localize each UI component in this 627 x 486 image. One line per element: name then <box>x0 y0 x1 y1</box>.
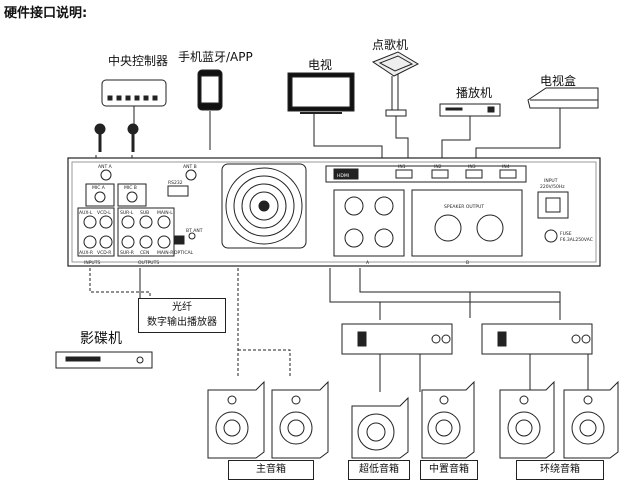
label-zone-a: A <box>366 260 370 266</box>
label-ant-a: ANT A <box>98 164 113 170</box>
label-optical-line1: 光纤 <box>172 302 192 313</box>
label-phone: 手机蓝牙/APP <box>178 50 253 64</box>
label-main-r: MAIN-R <box>157 250 173 256</box>
label-surround-speakers: 环绕音箱 <box>516 460 604 480</box>
speaker-center <box>421 380 475 459</box>
label-in3: IN3 <box>468 164 476 170</box>
label-fuse: FUSE <box>560 231 572 237</box>
label-in4: IN4 <box>502 164 510 170</box>
player-device <box>439 103 501 117</box>
label-sur-r: SUR-R <box>120 250 134 256</box>
label-in1: IN1 <box>398 164 406 170</box>
page-title: 硬件接口说明: <box>4 6 88 21</box>
label-ant-b: ANT B <box>183 164 197 170</box>
label-main-speakers: 主音箱 <box>228 460 314 480</box>
amplifier-right <box>481 323 593 355</box>
label-input-power: INPUT <box>544 178 558 184</box>
label-rs232: RS232 <box>168 180 183 186</box>
tv-box-device <box>527 87 599 109</box>
label-sub-speaker: 超低音箱 <box>348 460 410 480</box>
label-vcd-l: VCD-L <box>97 210 111 216</box>
tv-device <box>287 72 355 114</box>
label-inputs: INPUTS <box>84 260 100 266</box>
speaker-main-right <box>271 380 329 459</box>
amplifier-back-panel <box>67 157 601 267</box>
dvd-player-device <box>55 351 153 369</box>
speaker-main-left <box>207 380 265 459</box>
speaker-surround-left <box>499 380 555 459</box>
speaker-sub <box>351 396 409 459</box>
label-optical-line2: 数字输出播放器 <box>147 317 217 328</box>
microphone-a-icon <box>94 123 106 152</box>
label-dvd: 影碟机 <box>80 331 122 347</box>
label-vcd-r: VCD-R <box>97 250 111 256</box>
label-aux-r: AUX-R <box>79 250 93 256</box>
central-controller-device <box>101 79 167 107</box>
label-tv-box: 电视盒 <box>540 74 577 88</box>
label-center-speaker: 中置音箱 <box>420 460 478 480</box>
label-outputs: OUTPUTS <box>138 260 159 266</box>
label-tv: 电视 <box>308 58 333 72</box>
label-bt-ant: BT ANT <box>186 228 203 234</box>
label-mic-b: MIC B <box>124 185 137 191</box>
amplifier-left <box>341 323 453 355</box>
label-fuse-rating: F6.3AL250VAC <box>560 237 593 243</box>
jukebox-device <box>371 51 420 117</box>
label-cen: CEN <box>140 250 149 256</box>
label-player: 播放机 <box>456 86 493 100</box>
label-jukebox: 点歌机 <box>372 38 409 52</box>
label-hdmi: HDMI <box>337 173 349 179</box>
label-speaker-output: SPEAKER OUTPUT <box>444 204 484 210</box>
phone-device <box>197 69 223 111</box>
label-mic-a: MIC A <box>92 185 106 191</box>
speaker-surround-right <box>563 380 619 459</box>
microphone-b-icon <box>127 123 139 152</box>
label-in2: IN2 <box>434 164 442 170</box>
label-zone-b: B <box>466 260 469 266</box>
label-central-controller: 中央控制器 <box>108 54 169 68</box>
label-optical: OPTICAL <box>174 250 194 256</box>
label-main-l: MAIN-L <box>157 210 173 216</box>
label-input-voltage: 220V/50Hz <box>540 184 565 190</box>
optical-output-box: 光纤 数字输出播放器 <box>138 298 226 333</box>
label-sub: SUB <box>140 210 149 216</box>
label-sur-l: SUR-L <box>120 210 134 216</box>
label-aux-l: AUX-L <box>79 210 93 216</box>
